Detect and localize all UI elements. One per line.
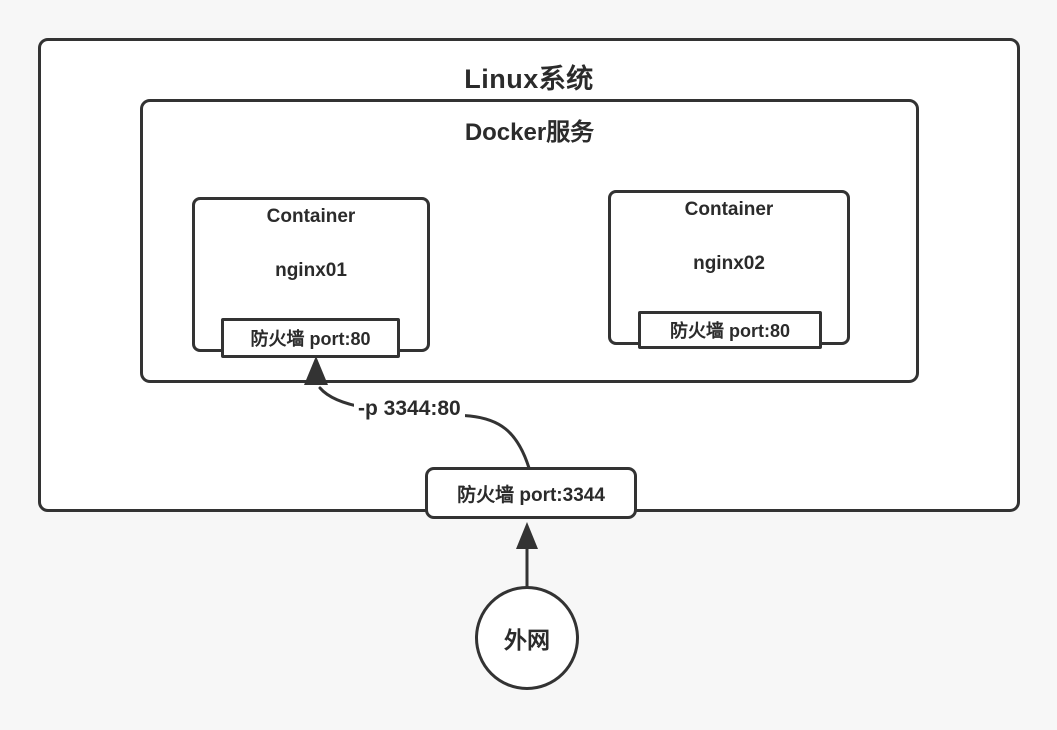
container2-firewall-box: 防火墙 port:80 bbox=[638, 311, 822, 349]
linux-system-title: Linux系统 bbox=[464, 64, 594, 94]
port-mapping-label: -p 3344:80 bbox=[354, 397, 465, 421]
external-to-firewall-arrow bbox=[516, 522, 538, 588]
container2-title: Container bbox=[684, 199, 774, 220]
host-firewall-box: 防火墙 port:3344 bbox=[425, 467, 637, 519]
container1-firewall-box: 防火墙 port:80 bbox=[221, 318, 400, 358]
external-network-circle: 外网 bbox=[475, 586, 579, 690]
docker-service-title: Docker服务 bbox=[464, 119, 595, 146]
container2-name: nginx02 bbox=[693, 253, 765, 274]
container1-name: nginx01 bbox=[275, 260, 347, 281]
container1-title: Container bbox=[266, 206, 356, 227]
docker-service-box: Docker服务 bbox=[140, 99, 919, 383]
